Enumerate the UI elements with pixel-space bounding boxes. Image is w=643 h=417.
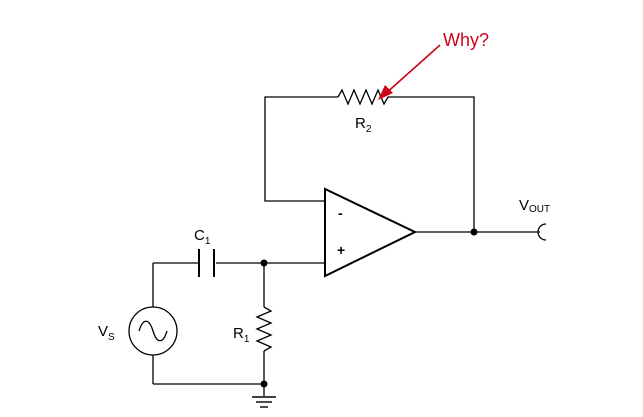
r1-resistor (255, 306, 273, 352)
output-terminal (537, 223, 547, 241)
annotation-arrowhead (378, 85, 393, 100)
vs-label: VS (98, 323, 115, 343)
annotation-arrow-shaft (383, 44, 441, 96)
vout-label: VOUT (519, 197, 550, 215)
feedback-wire-right (402, 96, 475, 232)
ground-junction-dot (260, 380, 268, 388)
feedback-wire-left (264, 96, 338, 202)
opamp-inverting-symbol: - (338, 205, 343, 221)
c1-label: C1 (194, 227, 211, 247)
ground-icon (252, 396, 276, 408)
r1-label: R1 (233, 325, 250, 345)
sine-wave-icon (138, 320, 168, 342)
output-junction-dot (470, 228, 478, 236)
opamp-triangle (324, 187, 418, 278)
r2-label: R2 (355, 115, 372, 135)
opamp-noninverting-symbol: + (337, 242, 345, 258)
ac-source (128, 306, 178, 356)
annotation-text: Why? (443, 30, 489, 50)
r2-resistor (337, 88, 402, 106)
